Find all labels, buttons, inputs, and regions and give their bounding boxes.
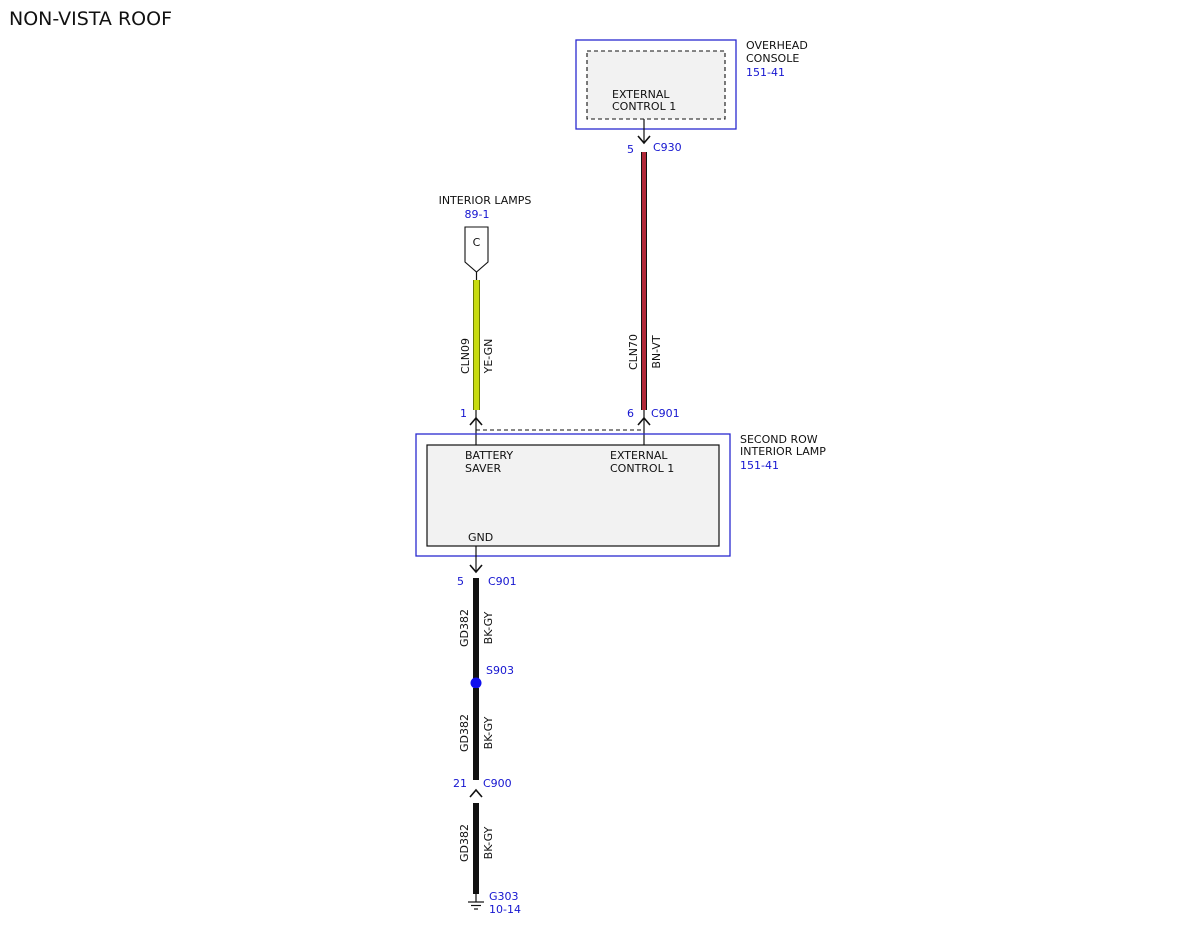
wire-gd382-upper-color: BK-GY <box>482 611 495 644</box>
wire-cln70-circuit: CLN70 <box>627 334 640 370</box>
overhead-console-ref: 151-41 <box>746 66 785 79</box>
second-row-lamp-ref: 151-41 <box>740 459 779 472</box>
wire-cln09: CLN09 YE-GN <box>459 280 495 410</box>
pin-battery-saver-2: SAVER <box>465 462 501 475</box>
connector-flag-icon <box>464 226 489 273</box>
wire-cln70-color: BN-VT <box>650 335 663 369</box>
wire-gd382-upper: GD382 BK-GY <box>458 578 495 683</box>
c900-pin: 21 <box>453 777 467 790</box>
ground-g303-ref: 10-14 <box>489 903 521 916</box>
splice-s903-name: S903 <box>486 664 514 677</box>
c901-top-right-name: C901 <box>651 407 680 420</box>
connector-chevron-icon <box>469 788 483 798</box>
c901-bottom-pin: 5 <box>457 575 464 588</box>
second-row-lamp-name-2: INTERIOR LAMP <box>740 445 826 458</box>
overhead-console-name: OVERHEAD <box>746 39 808 52</box>
interior-lamps-reference: INTERIOR LAMPS 89-1 C <box>439 194 532 280</box>
ground-g303: G303 10-14 <box>468 890 521 916</box>
wire-gd382-middle-circuit: GD382 <box>458 714 471 752</box>
overhead-console: EXTERNAL CONTROL 1 OVERHEAD CONSOLE 151-… <box>575 39 808 130</box>
c930-pin: 5 <box>627 143 634 156</box>
splice-dot-icon <box>470 677 482 689</box>
connector-c930: 5 C930 <box>627 119 682 156</box>
wire-gd382-lower: GD382 BK-GY <box>458 803 495 894</box>
connector-c900: 21 C900 <box>453 777 512 798</box>
interior-lamps-ref: 89-1 <box>465 208 490 221</box>
overhead-console-pin-label: EXTERNAL <box>612 88 670 101</box>
ground-g303-name: G303 <box>489 890 519 903</box>
second-row-lamp-name: SECOND ROW <box>740 433 818 446</box>
wire-gd382-lower-color: BK-GY <box>482 826 495 859</box>
wire-cln09-color: YE-GN <box>482 339 495 375</box>
connector-c901-top: 1 6 C901 <box>460 407 680 445</box>
wire-gd382-middle-color: BK-GY <box>482 716 495 749</box>
ground-symbol-icon <box>468 894 484 910</box>
wire-gd382-lower-circuit: GD382 <box>458 824 471 862</box>
pin-external-control: EXTERNAL <box>610 449 668 462</box>
connector-chevron-icon <box>469 564 483 574</box>
c901-top-left-pin: 1 <box>460 407 467 420</box>
c930-name: C930 <box>653 141 682 154</box>
second-row-interior-lamp: BATTERY SAVER EXTERNAL CONTROL 1 GND SEC… <box>415 433 826 557</box>
diagram-title: NON-VISTA ROOF <box>9 8 172 30</box>
overhead-console-outline <box>575 39 737 130</box>
c900-name: C900 <box>483 777 512 790</box>
c901-bottom-name: C901 <box>488 575 517 588</box>
splice-s903: S903 <box>470 664 514 689</box>
wire-cln70: CLN70 BN-VT <box>627 152 663 410</box>
overhead-console-body <box>586 50 726 120</box>
connector-chevron-icon <box>637 135 651 145</box>
pin-gnd: GND <box>468 531 493 544</box>
wire-gd382-middle: GD382 BK-GY <box>458 688 495 780</box>
c901-top-right-pin: 6 <box>627 407 634 420</box>
overhead-console-name-2: CONSOLE <box>746 52 799 65</box>
second-row-lamp-outline <box>415 433 731 557</box>
overhead-console-pin-label-2: CONTROL 1 <box>612 100 676 113</box>
interior-lamps-connector-letter: C <box>473 236 481 249</box>
second-row-lamp-body <box>426 444 720 547</box>
connector-c901-bottom: 5 C901 <box>457 546 517 588</box>
pin-external-control-2: CONTROL 1 <box>610 462 674 475</box>
wire-cln09-circuit: CLN09 <box>459 338 472 374</box>
interior-lamps-name: INTERIOR LAMPS <box>439 194 532 207</box>
wire-gd382-upper-circuit: GD382 <box>458 609 471 647</box>
pin-battery-saver: BATTERY <box>465 449 513 462</box>
